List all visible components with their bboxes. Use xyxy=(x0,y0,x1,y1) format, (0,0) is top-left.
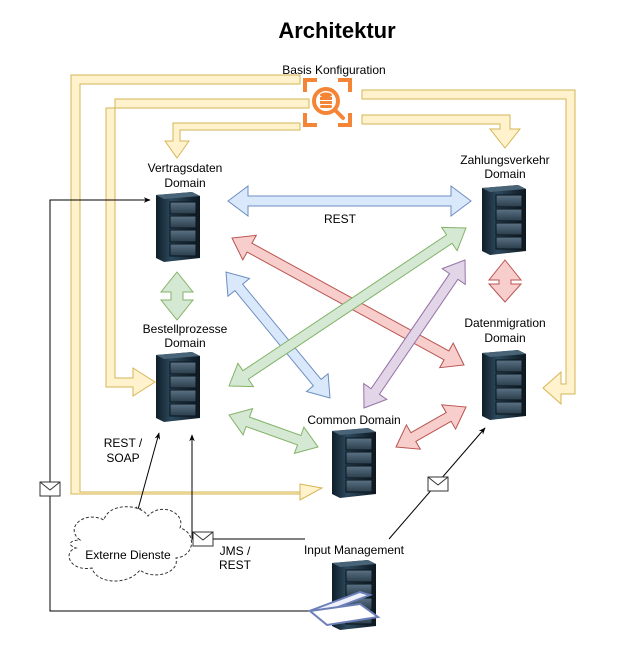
common-domain-server-icon[interactable] xyxy=(331,427,377,499)
message-envelope-icon xyxy=(427,476,449,492)
bestellprozesse-label-2: Domain xyxy=(164,336,205,350)
jms-rest-label-2: REST xyxy=(219,558,252,572)
jms-rest-label: JMS / xyxy=(220,544,251,558)
diagonal-relations xyxy=(225,226,467,455)
datenmigration-label: Datenmigration xyxy=(464,316,545,330)
message-envelope-icon xyxy=(39,481,61,497)
config-arrow-vertragsdaten xyxy=(164,122,301,159)
bestellprozesse-server-icon[interactable] xyxy=(155,351,201,423)
external-services-label: Externe Dienste xyxy=(85,548,171,562)
arrow-bestellprozesse-zahlungsverkehr xyxy=(228,226,467,388)
diagram-title: Architektur xyxy=(278,18,396,43)
rest-soap-label: REST / xyxy=(104,436,143,450)
basis-config-label: Basis Konfiguration xyxy=(282,63,385,77)
domain-relations xyxy=(159,185,523,321)
zahlungsverkehr-label: Zahlungsverkehr xyxy=(460,153,549,167)
arrow-zahlungsverkehr-common xyxy=(363,259,466,409)
message-envelope-icon xyxy=(192,531,214,547)
bestellprozesse-label: Bestellprozesse xyxy=(143,322,228,336)
input-to-vertragsdaten-line xyxy=(49,197,335,612)
input-to-bestellprozesse-line xyxy=(189,434,305,540)
basis-config-icon xyxy=(303,78,352,127)
config-arrow-datenmigration xyxy=(361,89,576,406)
zahlungsverkehr-server-icon[interactable] xyxy=(481,184,527,256)
vertragsdaten-server-icon[interactable] xyxy=(155,191,201,263)
common-domain-label: Common Domain xyxy=(307,413,400,427)
config-arrow-bestellprozesse xyxy=(105,98,310,397)
scanner-icon xyxy=(307,590,381,627)
config-arrow-zahlungsverkehr xyxy=(361,114,522,149)
rest-label: REST xyxy=(324,212,357,226)
datenmigration-label-2: Domain xyxy=(484,331,525,345)
datenmigration-server-icon[interactable] xyxy=(481,349,527,421)
arrow-zahlungsverkehr-datenmigration xyxy=(487,259,523,303)
arrow-vertragsdaten-common xyxy=(225,271,331,399)
config-flows xyxy=(70,74,576,501)
bestellprozesse-external-line xyxy=(135,432,161,514)
external-services-cloud[interactable] xyxy=(68,506,192,582)
vertragsdaten-label-2: Domain xyxy=(164,176,205,190)
arrow-vertragsdaten-bestellprozesse xyxy=(159,271,195,321)
rest-soap-label-2: SOAP xyxy=(106,451,139,465)
vertragsdaten-label: Vertragsdaten xyxy=(148,161,223,175)
input-management-label: Input Management xyxy=(304,543,405,557)
arrow-bestellprozesse-common xyxy=(228,407,319,455)
rest-arrow-vertragsdaten-zahlungsverkehr xyxy=(227,185,472,217)
zahlungsverkehr-label-2: Domain xyxy=(484,167,525,181)
arrow-common-datenmigration xyxy=(395,404,467,450)
config-arrow-common xyxy=(70,74,324,501)
